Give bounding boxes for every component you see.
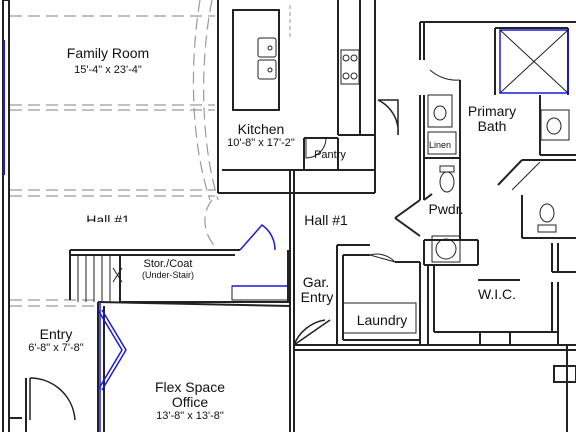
garage-entry-line2: Entry xyxy=(300,289,334,305)
family-room-name: Family Room xyxy=(66,45,150,61)
shower xyxy=(429,29,569,191)
coat-shelf xyxy=(231,285,289,301)
pantry-door xyxy=(305,137,327,159)
primary-bath-line2: Bath xyxy=(477,118,507,134)
flex-line2: Office xyxy=(171,394,209,410)
laundry-walls xyxy=(289,170,576,432)
kitchen-dims: 10'-8" x 17'-2" xyxy=(227,137,295,149)
interior-walls xyxy=(394,21,576,432)
under-stair-note: (Under-Stair) xyxy=(141,270,194,280)
laundry-label: Laundry xyxy=(356,312,408,328)
wic-label: W.I.C. xyxy=(477,286,517,302)
kitchen-walls xyxy=(217,0,376,194)
hall-door xyxy=(377,99,399,136)
laundry-door xyxy=(369,253,396,263)
cooktop xyxy=(340,49,360,85)
stor-coat-label: Stor./Coat xyxy=(143,258,193,270)
linen-label: Linen xyxy=(428,140,452,150)
kitchen-name: Kitchen xyxy=(237,121,285,137)
hall-1-label: Hall #1 xyxy=(304,212,348,228)
hall-partial-label: Hall #1 xyxy=(86,213,130,222)
kitchen-sink xyxy=(257,37,277,80)
flex-dims: 13'-8" x 13'-8" xyxy=(156,410,224,422)
entry-label: Entry xyxy=(39,326,73,342)
garage-entry-line1: Gar. xyxy=(302,274,330,290)
office-french-doors xyxy=(97,309,127,391)
garage-door xyxy=(293,319,331,346)
powder-label: Pwdr. xyxy=(428,201,464,217)
entry-door xyxy=(29,377,76,421)
entry-office-walls xyxy=(9,302,105,432)
laundry-counter xyxy=(342,302,417,334)
bath-fixtures xyxy=(427,94,570,263)
coat-door xyxy=(239,224,276,251)
entry-dims: 6'-8" x 7'-8" xyxy=(28,342,84,354)
family-room-dims: 15'-4" x 23'-4" xyxy=(74,64,142,76)
family-room-dashes xyxy=(10,0,219,307)
flex-line1: Flex Space xyxy=(154,379,226,395)
pantry-label: Pantry xyxy=(314,149,346,161)
stair-treads xyxy=(77,255,123,302)
primary-bath-line1: Primary xyxy=(467,103,517,119)
